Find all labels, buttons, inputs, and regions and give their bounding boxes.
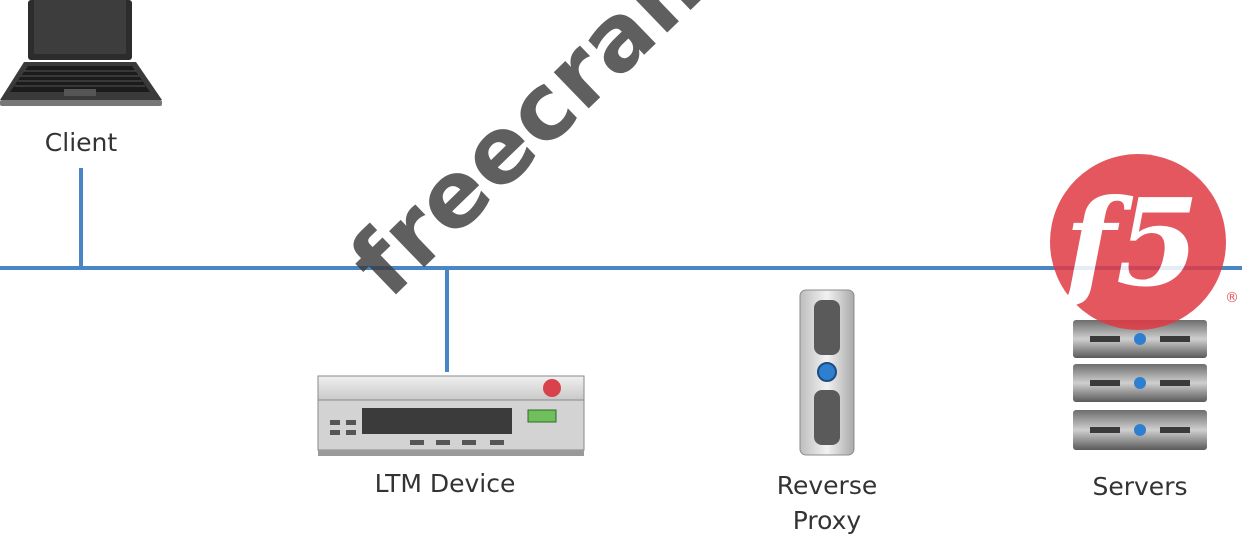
client-label: Client — [44, 128, 118, 157]
f5-logo: f5 ® — [1050, 154, 1239, 330]
network-bus — [0, 168, 1242, 372]
laptop-icon — [0, 0, 162, 106]
servers-label: Servers — [1092, 472, 1188, 501]
tower-server-icon — [799, 289, 855, 456]
ltm-appliance-icon — [317, 375, 585, 456]
ltm-device-label: LTM Device — [374, 469, 516, 498]
reverse-proxy-label-line2: Proxy — [792, 506, 862, 535]
server-stack-icon — [1073, 320, 1207, 450]
registered-mark: ® — [1225, 290, 1239, 306]
f5-logo-text: f5 — [1056, 173, 1199, 314]
reverse-proxy-label: Reverse Proxy — [757, 468, 897, 538]
reverse-proxy-label-line1: Reverse — [776, 471, 878, 500]
